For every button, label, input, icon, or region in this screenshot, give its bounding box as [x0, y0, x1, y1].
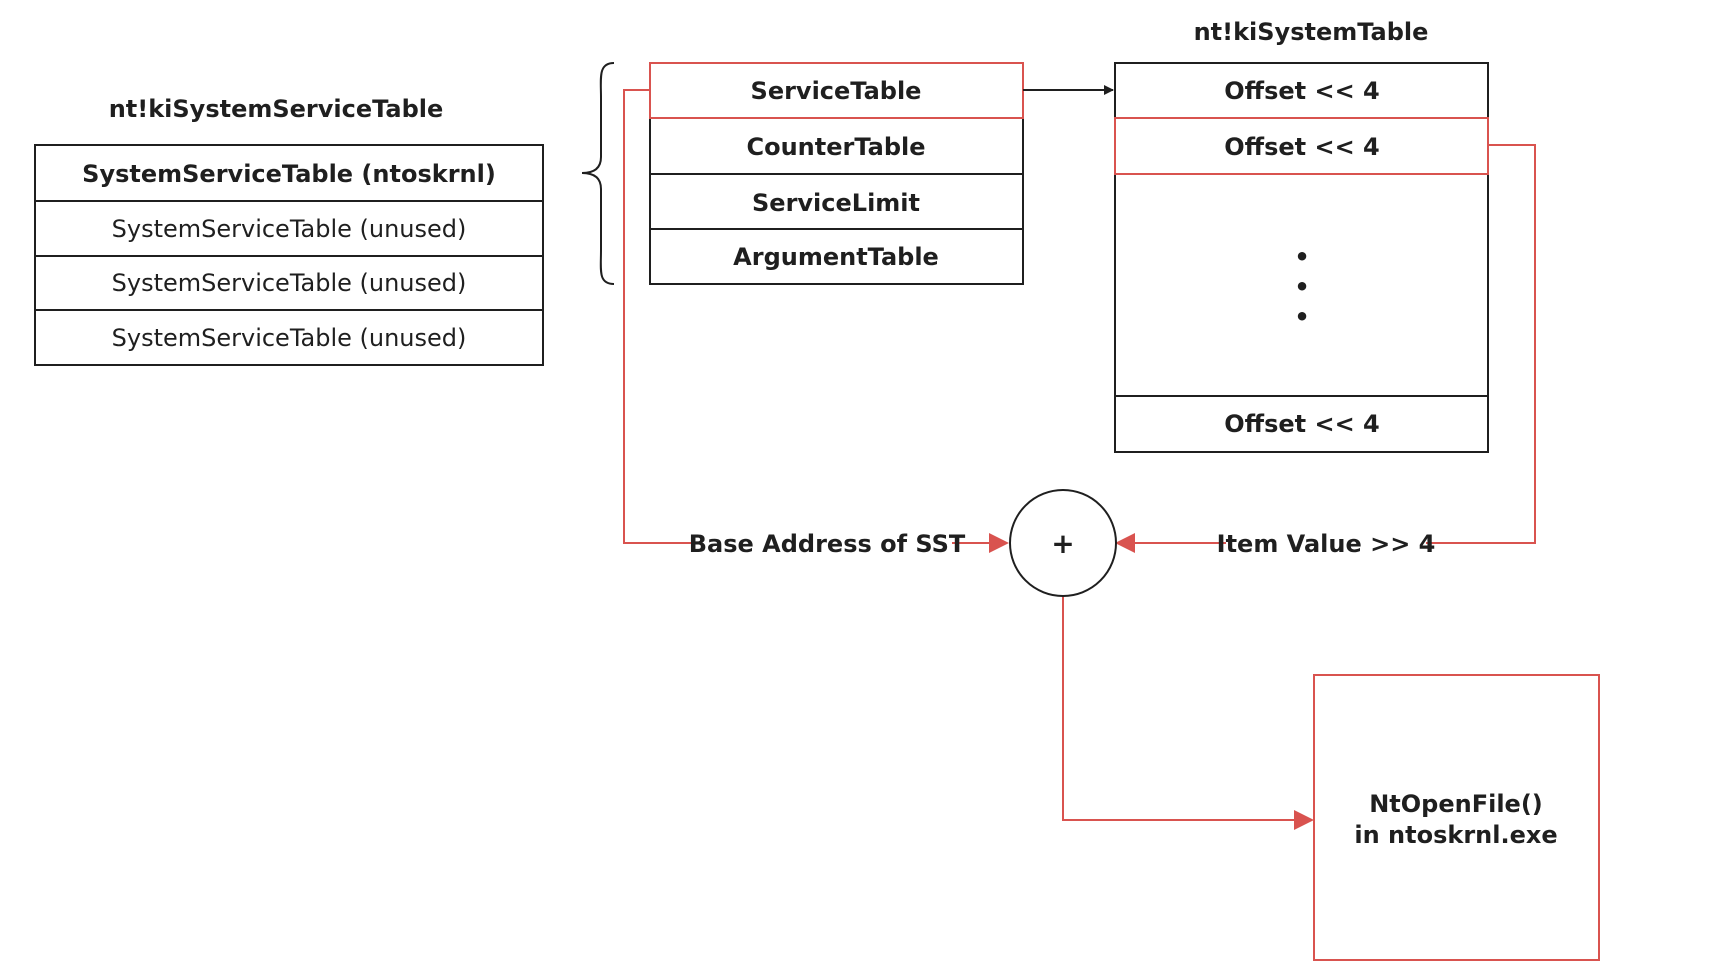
- base-address-label: Base Address of SST: [689, 530, 966, 558]
- plus-sign: +: [1051, 527, 1074, 560]
- curly-brace: [581, 62, 615, 285]
- item-value-label: Item Value >> 4: [1217, 530, 1436, 558]
- system-table-entry: Offset << 4: [1224, 410, 1380, 438]
- result-connector: [1062, 596, 1314, 830]
- plus-operator: [1009, 489, 1117, 597]
- system-table-entry: Offset << 4: [1224, 77, 1380, 105]
- left-table-title: nt!kiSystemServiceTable: [109, 95, 444, 123]
- item-value-label-bg: [1226, 525, 1426, 561]
- sst-field-label: ArgumentTable: [733, 243, 939, 271]
- system-table: nt!kiSystemTable Offset << 4 Offset << 4…: [1114, 18, 1489, 453]
- ellipsis-dot: •: [1294, 243, 1309, 271]
- left-table-row: SystemServiceTable (unused): [112, 269, 467, 297]
- sst-field-label: CounterTable: [746, 133, 925, 161]
- sst-struct: ServiceTable CounterTable ServiceLimit A…: [649, 62, 1024, 285]
- sst-field-label: ServiceLimit: [752, 189, 920, 217]
- service-table-field: [649, 62, 1024, 119]
- result-module-name: in ntoskrnl.exe: [1354, 821, 1557, 849]
- ellipsis-dot: •: [1294, 303, 1309, 331]
- left-table: nt!kiSystemServiceTable SystemServiceTab…: [34, 95, 544, 366]
- system-table-entry-selected: [1114, 117, 1489, 175]
- result-function-name: NtOpenFile(): [1369, 790, 1543, 818]
- left-table-row: SystemServiceTable (unused): [112, 324, 467, 352]
- result-box-frame: [1313, 674, 1600, 961]
- base-address-label-bg: [702, 525, 952, 561]
- left-table-row: SystemServiceTable (ntoskrnl): [82, 160, 496, 188]
- result-box: NtOpenFile() in ntoskrnl.exe: [1313, 674, 1600, 961]
- sst-field-label: ServiceTable: [751, 77, 922, 105]
- ellipsis-dot: •: [1294, 273, 1309, 301]
- system-table-title: nt!kiSystemTable: [1194, 18, 1429, 46]
- system-table-entry: Offset << 4: [1224, 133, 1380, 161]
- left-table-row: SystemServiceTable (unused): [112, 215, 467, 243]
